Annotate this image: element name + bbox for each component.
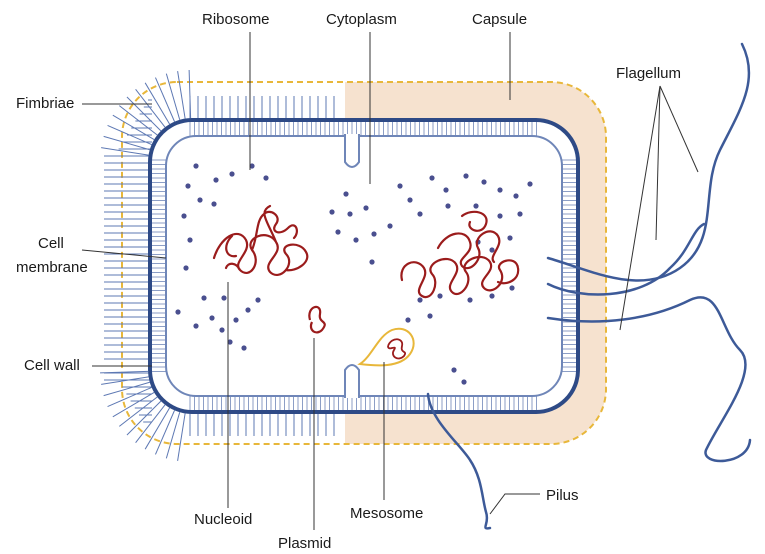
ribosome-dot: [181, 213, 186, 218]
ribosome-dot: [343, 191, 348, 196]
ribosome-dot: [193, 323, 198, 328]
capsule-label: Capsule: [472, 11, 527, 28]
ribosome-dot: [213, 177, 218, 182]
ribosome-dot: [507, 235, 512, 240]
ribosome-label: Ribosome: [202, 11, 270, 28]
cell-membrane-label-line2: membrane: [16, 259, 88, 276]
ribosome-dot: [183, 265, 188, 270]
ribosome-dot: [445, 203, 450, 208]
plasmid-label: Plasmid: [278, 535, 331, 552]
ribosome-dot: [451, 367, 456, 372]
ribosome-dot: [527, 181, 532, 186]
ribosome-dot: [329, 209, 334, 214]
ribosome-dot: [481, 179, 486, 184]
ribosome-dot: [363, 205, 368, 210]
ribosome-dot: [369, 259, 374, 264]
cell-membrane-label-line1: Cell: [38, 235, 64, 252]
ribosome-dot: [353, 237, 358, 242]
nucleoid-label: Nucleoid: [194, 511, 252, 528]
ribosome-dot: [221, 295, 226, 300]
ribosome-dot: [335, 229, 340, 234]
ribosome-dot: [513, 193, 518, 198]
ribosome-dot: [461, 379, 466, 384]
fimbria-hair: [178, 71, 186, 118]
ribosome-dot: [437, 293, 442, 298]
ribosome-dot: [187, 237, 192, 242]
ribosome-dot: [427, 313, 432, 318]
ribosome-dot: [185, 183, 190, 188]
fimbriae-label: Fimbriae: [16, 95, 74, 112]
ribosome-dot: [407, 197, 412, 202]
ribosome-dot: [211, 201, 216, 206]
ribosome-dot: [233, 317, 238, 322]
fimbria-hair: [108, 387, 152, 406]
fimbria-hair: [127, 97, 161, 131]
fimbria-hair: [155, 410, 174, 454]
fimbria-hair: [166, 74, 179, 120]
ribosome-dot: [193, 163, 198, 168]
fimbria-hair: [166, 412, 179, 458]
ribosome-dot: [347, 211, 352, 216]
ribosome-dot: [371, 231, 376, 236]
ribosome-dot: [489, 293, 494, 298]
ribosome-dot: [417, 297, 422, 302]
ribosome-dot: [405, 317, 410, 322]
ribosome-dot: [489, 247, 494, 252]
ribosome-dot: [467, 297, 472, 302]
mesosome-label: Mesosome: [350, 505, 423, 522]
ribosome-dot: [463, 173, 468, 178]
ribosome-dot: [263, 175, 268, 180]
ribosome-dot: [497, 187, 502, 192]
ribosome-dot: [241, 345, 246, 350]
ribosome-dot: [209, 315, 214, 320]
ribosome-dot: [255, 297, 260, 302]
ribosome-dot: [197, 197, 202, 202]
ribosome-dot: [219, 327, 224, 332]
ribosome-dot: [397, 183, 402, 188]
cytoplasm-label: Cytoplasm: [326, 11, 397, 28]
flagellum-label: Flagellum: [616, 65, 681, 82]
ribosome-dot: [497, 213, 502, 218]
fimbria-hair: [127, 401, 161, 435]
ribosome-dot: [245, 307, 250, 312]
ribosome-dot: [201, 295, 206, 300]
ribosome-dot: [387, 223, 392, 228]
fimbria-hair: [104, 136, 150, 149]
pilus-label: Pilus: [546, 487, 579, 504]
cell-wall-label: Cell wall: [24, 357, 80, 374]
ribosome-dot: [509, 285, 514, 290]
ribosome-dot: [473, 203, 478, 208]
cell-wall: [150, 120, 578, 412]
ribosome-dot: [443, 187, 448, 192]
fimbria-hair: [178, 413, 186, 460]
ribosome-dot: [175, 309, 180, 314]
fimbria-hair: [101, 377, 148, 385]
ribosome-dot: [229, 171, 234, 176]
ribosome-dot: [517, 211, 522, 216]
ribosome-dot: [429, 175, 434, 180]
ribosome-dot: [417, 211, 422, 216]
